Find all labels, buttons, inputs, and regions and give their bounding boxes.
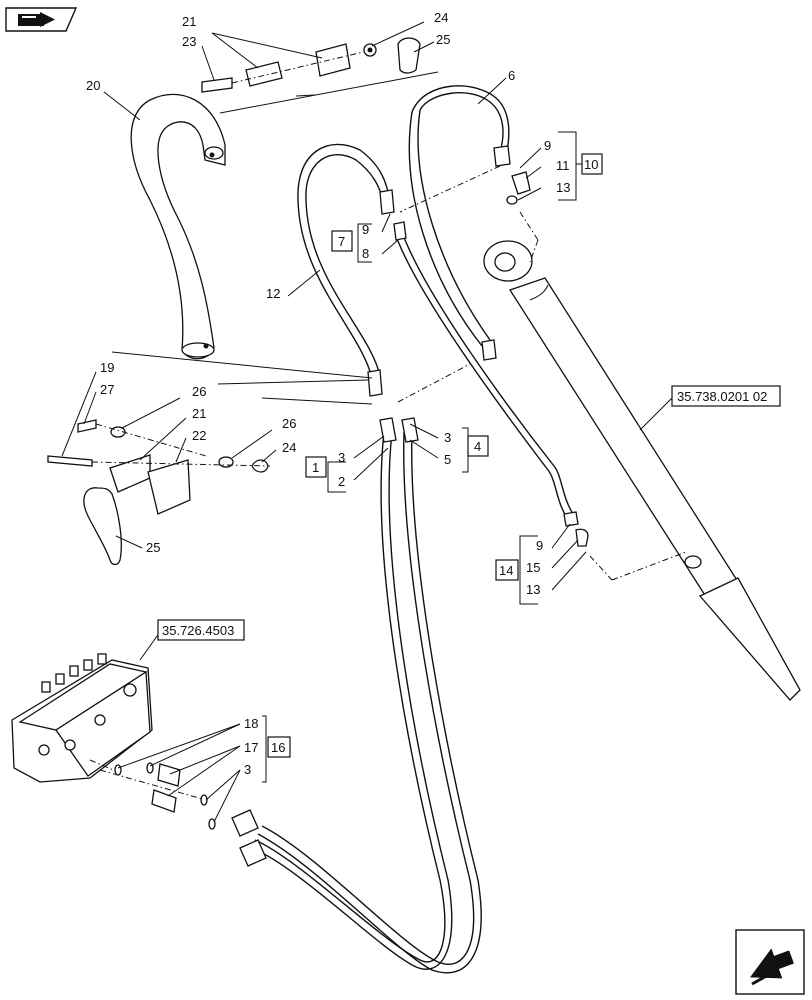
- kit-box-4[interactable]: 4: [467, 435, 489, 457]
- reference-box-cylinder[interactable]: 35.738.0201 02: [671, 385, 781, 407]
- kit-box-1[interactable]: 1: [305, 456, 327, 478]
- callout-13-b: 13: [526, 582, 540, 597]
- kit-label-10: 10: [584, 157, 598, 172]
- callout-18: 18: [244, 716, 258, 731]
- top-clamp-group: [201, 37, 439, 114]
- next-page-arrow-icon[interactable]: [735, 929, 805, 995]
- kit-label-7: 7: [338, 234, 345, 249]
- control-valve: [11, 653, 207, 801]
- hydraulic-cylinder: [483, 240, 801, 701]
- callout-22: 22: [192, 428, 206, 443]
- valve-fittings: [114, 762, 216, 830]
- callout-19: 19: [100, 360, 114, 375]
- kit-label-16: 16: [271, 740, 285, 755]
- callout-15: 15: [526, 560, 540, 575]
- callout-27: 27: [100, 382, 114, 397]
- cylinder-port-fittings-top: [506, 171, 539, 263]
- hose-part-12: [297, 143, 395, 397]
- dashed-links: [397, 165, 687, 581]
- leader-lines: [61, 21, 673, 823]
- callout-13-a: 13: [556, 180, 570, 195]
- valve-spools: [38, 653, 137, 756]
- hose-part-6: [408, 85, 511, 361]
- callout-26-b: 26: [282, 416, 296, 431]
- callout-11: 11: [556, 158, 570, 173]
- kit-label-14: 14: [499, 563, 513, 578]
- hose-part-8: [393, 221, 589, 547]
- callout-2: 2: [338, 474, 345, 489]
- long-hoses-2-5: [231, 417, 482, 974]
- hose-guard-part-20: [130, 93, 226, 360]
- reference-label-cylinder: 35.738.0201 02: [677, 389, 767, 404]
- kit-label-4: 4: [474, 439, 481, 454]
- callout-25-mid: 25: [146, 540, 160, 555]
- kit-box-16[interactable]: 16: [267, 736, 291, 758]
- kit-brackets: [262, 131, 582, 783]
- callout-9-c: 9: [536, 538, 543, 553]
- kit-box-7[interactable]: 7: [331, 230, 353, 252]
- callout-6: 6: [508, 68, 515, 83]
- reference-label-valve: 35.726.4503: [162, 623, 234, 638]
- kit-box-10[interactable]: 10: [581, 153, 603, 175]
- callout-9-a: 9: [544, 138, 551, 153]
- book-arrow-icon[interactable]: [5, 7, 78, 32]
- callout-20: 20: [86, 78, 100, 93]
- callout-labels: 21 24 23 25 20 6 9 11 13 9 8 12 19 27 26…: [86, 10, 570, 777]
- kit-box-14[interactable]: 14: [495, 559, 519, 581]
- reference-box-valve[interactable]: 35.726.4503: [157, 619, 245, 641]
- callout-21-mid: 21: [192, 406, 206, 421]
- kit-label-1: 1: [312, 460, 319, 475]
- callout-9-b: 9: [362, 222, 369, 237]
- callout-12: 12: [266, 286, 280, 301]
- mid-clamp-group: [47, 351, 373, 566]
- callout-3-c: 3: [244, 762, 251, 777]
- callout-25-top: 25: [436, 32, 450, 47]
- callout-3-a: 3: [338, 450, 345, 465]
- callout-8: 8: [362, 246, 369, 261]
- callout-5: 5: [444, 452, 451, 467]
- callout-24-mid: 24: [282, 440, 296, 455]
- callout-23: 23: [182, 34, 196, 49]
- callout-17: 17: [244, 740, 258, 755]
- callout-26-a: 26: [192, 384, 206, 399]
- callout-21-top: 21: [182, 14, 196, 29]
- callout-3-b: 3: [444, 430, 451, 445]
- callout-24-top: 24: [434, 10, 448, 25]
